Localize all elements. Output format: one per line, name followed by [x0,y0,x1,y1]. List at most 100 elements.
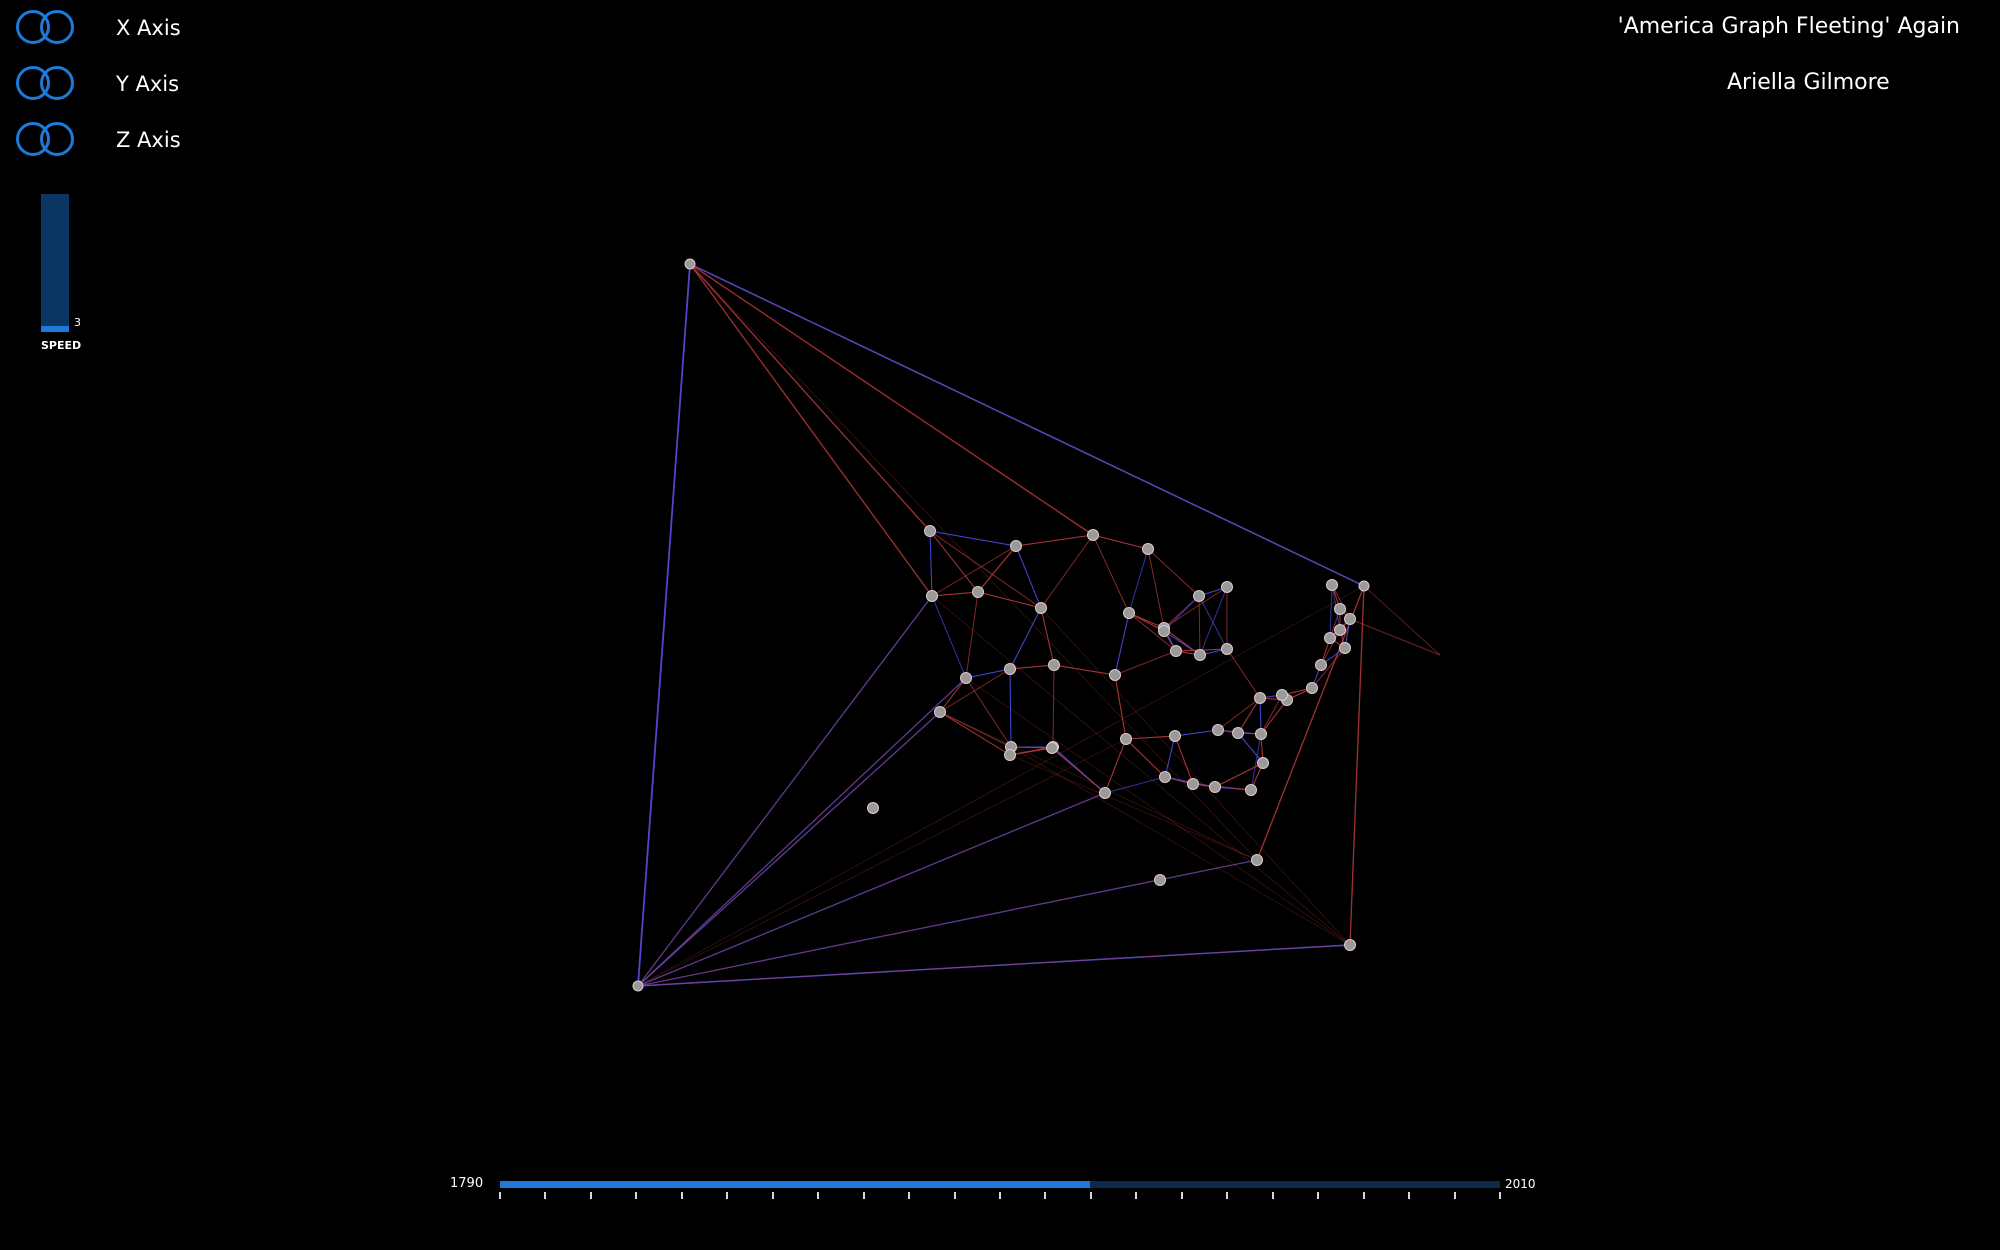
z-axis-toggle-icon[interactable] [16,121,78,159]
graph-edge [1259,697,1262,735]
timeline-ticks [499,1192,1501,1202]
graph-node[interactable] [1306,682,1318,694]
graph-edge [1010,746,1351,946]
graph-edge [929,530,1017,547]
graph-node[interactable] [1170,645,1182,657]
timeline-slider[interactable] [500,1181,1500,1188]
graph-edge [1009,664,1055,670]
timeline-tick [1089,1192,1092,1199]
graph-edge [637,595,933,987]
speed-slider[interactable] [41,194,69,332]
graph-node[interactable] [1194,649,1206,661]
graph-node[interactable] [934,706,946,718]
graph-node[interactable] [684,258,696,270]
graph-edge [1311,647,1346,689]
graph-edge [931,545,1017,597]
timeline-tick [1408,1192,1411,1199]
x-axis-control[interactable]: X Axis [16,8,181,48]
graph-edge [1053,664,1116,676]
graph-node[interactable] [1324,632,1336,644]
graph-edge [1114,674,1127,740]
graph-node[interactable] [1120,733,1132,745]
graph-node[interactable] [1221,643,1233,655]
graph-node[interactable] [960,672,972,684]
graph-node[interactable] [1087,529,1099,541]
graph-node[interactable] [1254,692,1266,704]
graph-node[interactable] [1154,874,1166,886]
graph-edge [1104,738,1127,794]
graph-edge [1051,747,1106,794]
timeline-tick [589,1192,592,1199]
graph-edge [1128,548,1149,614]
graph-edge [1163,595,1200,632]
graph-node[interactable] [632,980,644,992]
graph-edge [1363,585,1441,656]
graph-node[interactable] [1344,939,1356,951]
graph-edge [1237,732,1264,764]
graph-node[interactable] [1158,625,1170,637]
graph-node[interactable] [1209,781,1221,793]
z-axis-label: Z Axis [116,128,181,152]
graph-edge [929,530,933,597]
graph-edge [1237,697,1261,734]
graph-node[interactable] [1010,540,1022,552]
graph-edge [1256,585,1365,861]
graph-node[interactable] [1142,543,1154,555]
graph-node[interactable] [1193,590,1205,602]
graph-edge [1320,629,1341,666]
graph-node[interactable] [867,802,879,814]
timeline-tick [1135,1192,1138,1199]
graph-node[interactable] [972,586,984,598]
graph-node[interactable] [1048,659,1060,671]
graph-node[interactable] [1169,730,1181,742]
y-axis-control[interactable]: Y Axis [16,64,179,104]
graph-node[interactable] [1334,603,1346,615]
graph-node[interactable] [1046,742,1058,754]
timeline-tick [1362,1192,1365,1199]
graph-node[interactable] [1109,669,1121,681]
y-axis-toggle-icon[interactable] [16,65,78,103]
graph-edge [939,711,1012,748]
graph-node[interactable] [1255,728,1267,740]
graph-node[interactable] [926,590,938,602]
graph-edge [1147,548,1200,597]
graph-node[interactable] [924,525,936,537]
graph-node[interactable] [1326,579,1338,591]
graph-node[interactable] [1221,581,1233,593]
graph-edge [689,263,931,532]
z-axis-control[interactable]: Z Axis [16,120,181,160]
graph-node[interactable] [1358,580,1370,592]
x-axis-label: X Axis [116,16,181,40]
graph-node[interactable] [1315,659,1327,671]
graph-edge [637,677,967,987]
graph-node[interactable] [1123,607,1135,619]
graph-edge [977,545,1017,593]
graph-edge [1163,586,1228,629]
graph-node[interactable] [1004,749,1016,761]
graph-node[interactable] [1344,613,1356,625]
graph-node[interactable] [1099,787,1111,799]
graph-node[interactable] [1212,724,1224,736]
graph-node[interactable] [1334,624,1346,636]
timeline-progress [500,1181,1090,1188]
graph-node[interactable] [1187,778,1199,790]
graph-node[interactable] [1035,602,1047,614]
graph-node[interactable] [1004,663,1016,675]
graph-node[interactable] [1232,727,1244,739]
graph-edge [1349,585,1365,946]
author-name: Ariella Gilmore [1727,70,1890,95]
graph-node[interactable] [1251,854,1263,866]
graph-edge [939,668,1011,713]
graph-edge [1174,729,1219,737]
timeline-start-year: 1790 [450,1176,484,1191]
graph-node[interactable] [1159,771,1171,783]
x-axis-toggle-icon[interactable] [16,9,78,47]
graph-node[interactable] [1257,757,1269,769]
graph-edge [1198,595,1201,656]
graph-edge [939,711,1258,861]
graph-node[interactable] [1339,642,1351,654]
graph-node[interactable] [1245,784,1257,796]
graph-node[interactable] [1276,689,1288,701]
graph-edge [1199,586,1228,656]
